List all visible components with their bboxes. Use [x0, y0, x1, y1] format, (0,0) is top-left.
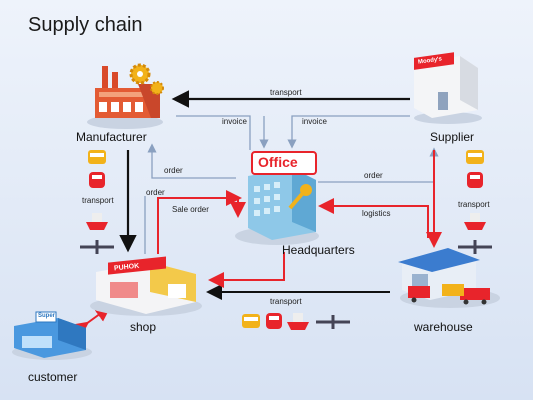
store-icon — [12, 311, 92, 360]
factory-icon — [87, 66, 163, 129]
arrow-hq-to-shop — [208, 252, 285, 288]
node-label-supplier: Supplier — [430, 130, 475, 144]
arrow-order-left — [147, 143, 236, 179]
edge-label-order-left: order — [164, 166, 183, 175]
bus-icon — [242, 314, 260, 328]
train-icon — [266, 313, 282, 329]
edge-label-transport-left: transport — [82, 196, 114, 205]
airplane-icon — [80, 240, 114, 254]
train-icon — [467, 172, 483, 188]
arrow-invoice-left — [176, 115, 251, 150]
ship-icon — [464, 213, 486, 230]
node-label-customer: customer — [28, 370, 78, 384]
office-sign: Office — [258, 154, 298, 170]
edge-label-logistics: logistics — [362, 209, 391, 218]
office-building-icon — [235, 151, 319, 245]
edge-label-transport-bottom: transport — [270, 297, 302, 306]
node-label-shop: shop — [130, 320, 157, 334]
arrow-sale-order — [157, 190, 242, 254]
edge-label-invoice-left: invoice — [222, 117, 247, 126]
edge-label-sale-order: Sale order — [172, 205, 209, 214]
edge-label-transport-top: transport — [270, 88, 302, 97]
key-icon — [288, 184, 312, 210]
edge-label-order-right: order — [364, 171, 383, 180]
shop-icon — [90, 256, 202, 316]
supplier-building-icon — [414, 52, 482, 124]
node-label-headquarters: Headquarters — [282, 243, 355, 257]
edge-label-order-shop: order — [146, 188, 165, 197]
bus-icon — [466, 150, 484, 164]
airplane-icon — [458, 240, 492, 254]
node-label-manufacturer: Manufacturer — [76, 130, 147, 144]
ship-icon — [86, 213, 108, 230]
edge-label-invoice-right: invoice — [302, 117, 327, 126]
ship-icon — [287, 313, 309, 330]
gear-icon — [129, 63, 164, 95]
customer-sign: Super — [38, 313, 56, 319]
truck-icon — [408, 284, 490, 305]
arrow-logistics — [318, 198, 429, 238]
arrow-invoice-right — [287, 115, 410, 149]
edge-label-transport-right: transport — [458, 200, 490, 209]
airplane-icon — [316, 315, 350, 329]
bus-icon — [88, 150, 106, 164]
train-icon — [89, 172, 105, 188]
page-title: Supply chain — [28, 14, 143, 36]
node-label-warehouse: warehouse — [414, 320, 473, 334]
